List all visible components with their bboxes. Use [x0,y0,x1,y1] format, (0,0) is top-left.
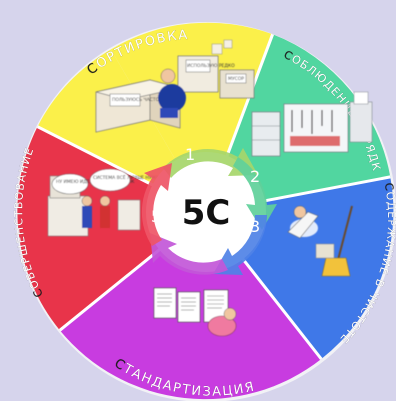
cycle-arrow-3 [213,215,267,275]
cleaning-broom-illustration [287,205,353,277]
sign-trash: МУСОР [228,76,244,82]
tool-shelf-illustration [251,91,373,157]
sorting-boxes-illustration: ПОЛЬЗУЮСЬ ЧАСТО ИСПОЛЬЗУЮ РЕДКО МУСОР [95,39,255,133]
sign-use-rarely: ИСПОЛЬЗУЮ РЕДКО [187,63,235,69]
center-title: 5C [182,193,231,233]
cycle-arrows [141,148,277,275]
sign-use-often: ПОЛЬЗУЮСЬ ЧАСТО [112,97,160,103]
step-number-2: 2 [250,167,260,186]
documents-illustration [153,287,237,337]
cycle-arrow-4 [150,233,228,275]
step-number-5: 5 [151,207,161,226]
cycle-arrow-1 [163,148,258,178]
cycle-arrow-2 [233,157,277,230]
step-number-4: 4 [196,247,206,266]
speech-bubble-2: СИСТЕМА ВСЁ ЛУЧШЕ НУЖНО... [93,174,168,181]
cycle-arrow-5 [141,163,172,246]
step-number-1: 1 [185,145,195,164]
improvement-people-illustration: НУ ИМЕЮ ИДЕАЛЬНЫЙ ПОРЯДОК СИСТЕМА ВСЁ ЛУ… [47,168,168,237]
step-number-3: 3 [250,217,260,236]
